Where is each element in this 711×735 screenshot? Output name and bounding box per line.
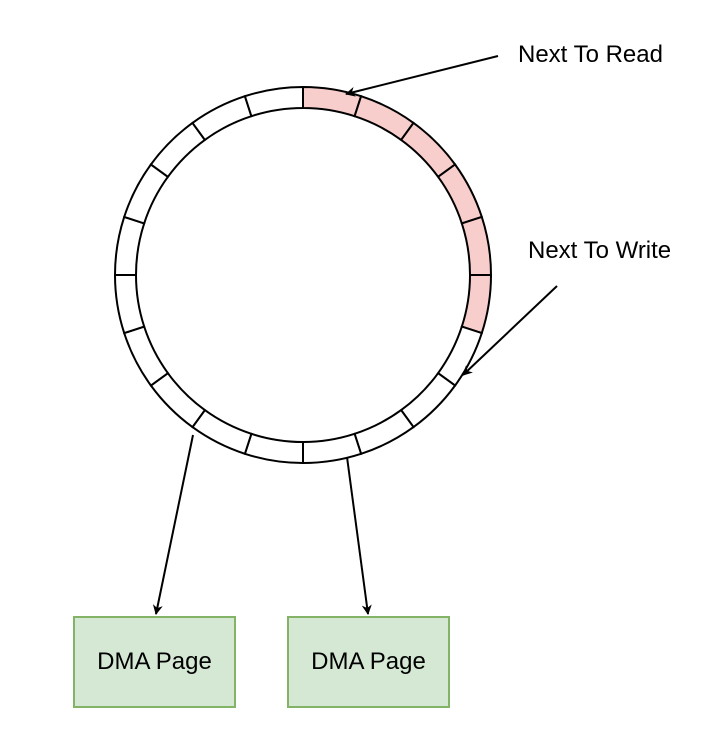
ring-segment-19 [243,85,304,118]
ring-segment-13 [122,325,170,387]
ring-segment-14 [113,274,146,335]
ring-segment-7 [399,371,457,429]
dma-page-box-1: DMA Page [73,616,236,708]
ring-segment-12 [149,371,207,429]
ring-segment-1 [353,94,415,142]
ring-segment-4 [460,215,493,276]
next-to-write-arrow [462,285,558,376]
next-to-write-label: Next To Write [528,237,672,264]
ring-segment-5 [460,274,493,335]
ring-segment-8 [353,408,415,456]
ring-buffer [113,85,493,465]
ring-segment-9 [302,432,363,465]
ring-segment-18 [191,94,253,142]
ring-segment-2 [399,121,457,179]
dma-page-box-2: DMA Page [287,616,450,708]
ring-segment-15 [113,215,146,276]
ring-segment-17 [149,121,207,179]
dma-page-label-2: DMA Page [311,648,426,675]
next-to-read-label: Next To Read [518,41,663,68]
next-to-read-arrow [345,55,499,97]
ring-segment-16 [122,163,170,225]
ring-segment-3 [436,163,484,225]
ring-segment-11 [191,408,253,456]
ring-segment-6 [436,325,484,387]
dma-page-2-arrow [346,456,372,615]
dma-page-label-1: DMA Page [97,648,212,675]
dma-page-1-arrow [152,434,194,615]
ring-segment-10 [243,432,304,465]
